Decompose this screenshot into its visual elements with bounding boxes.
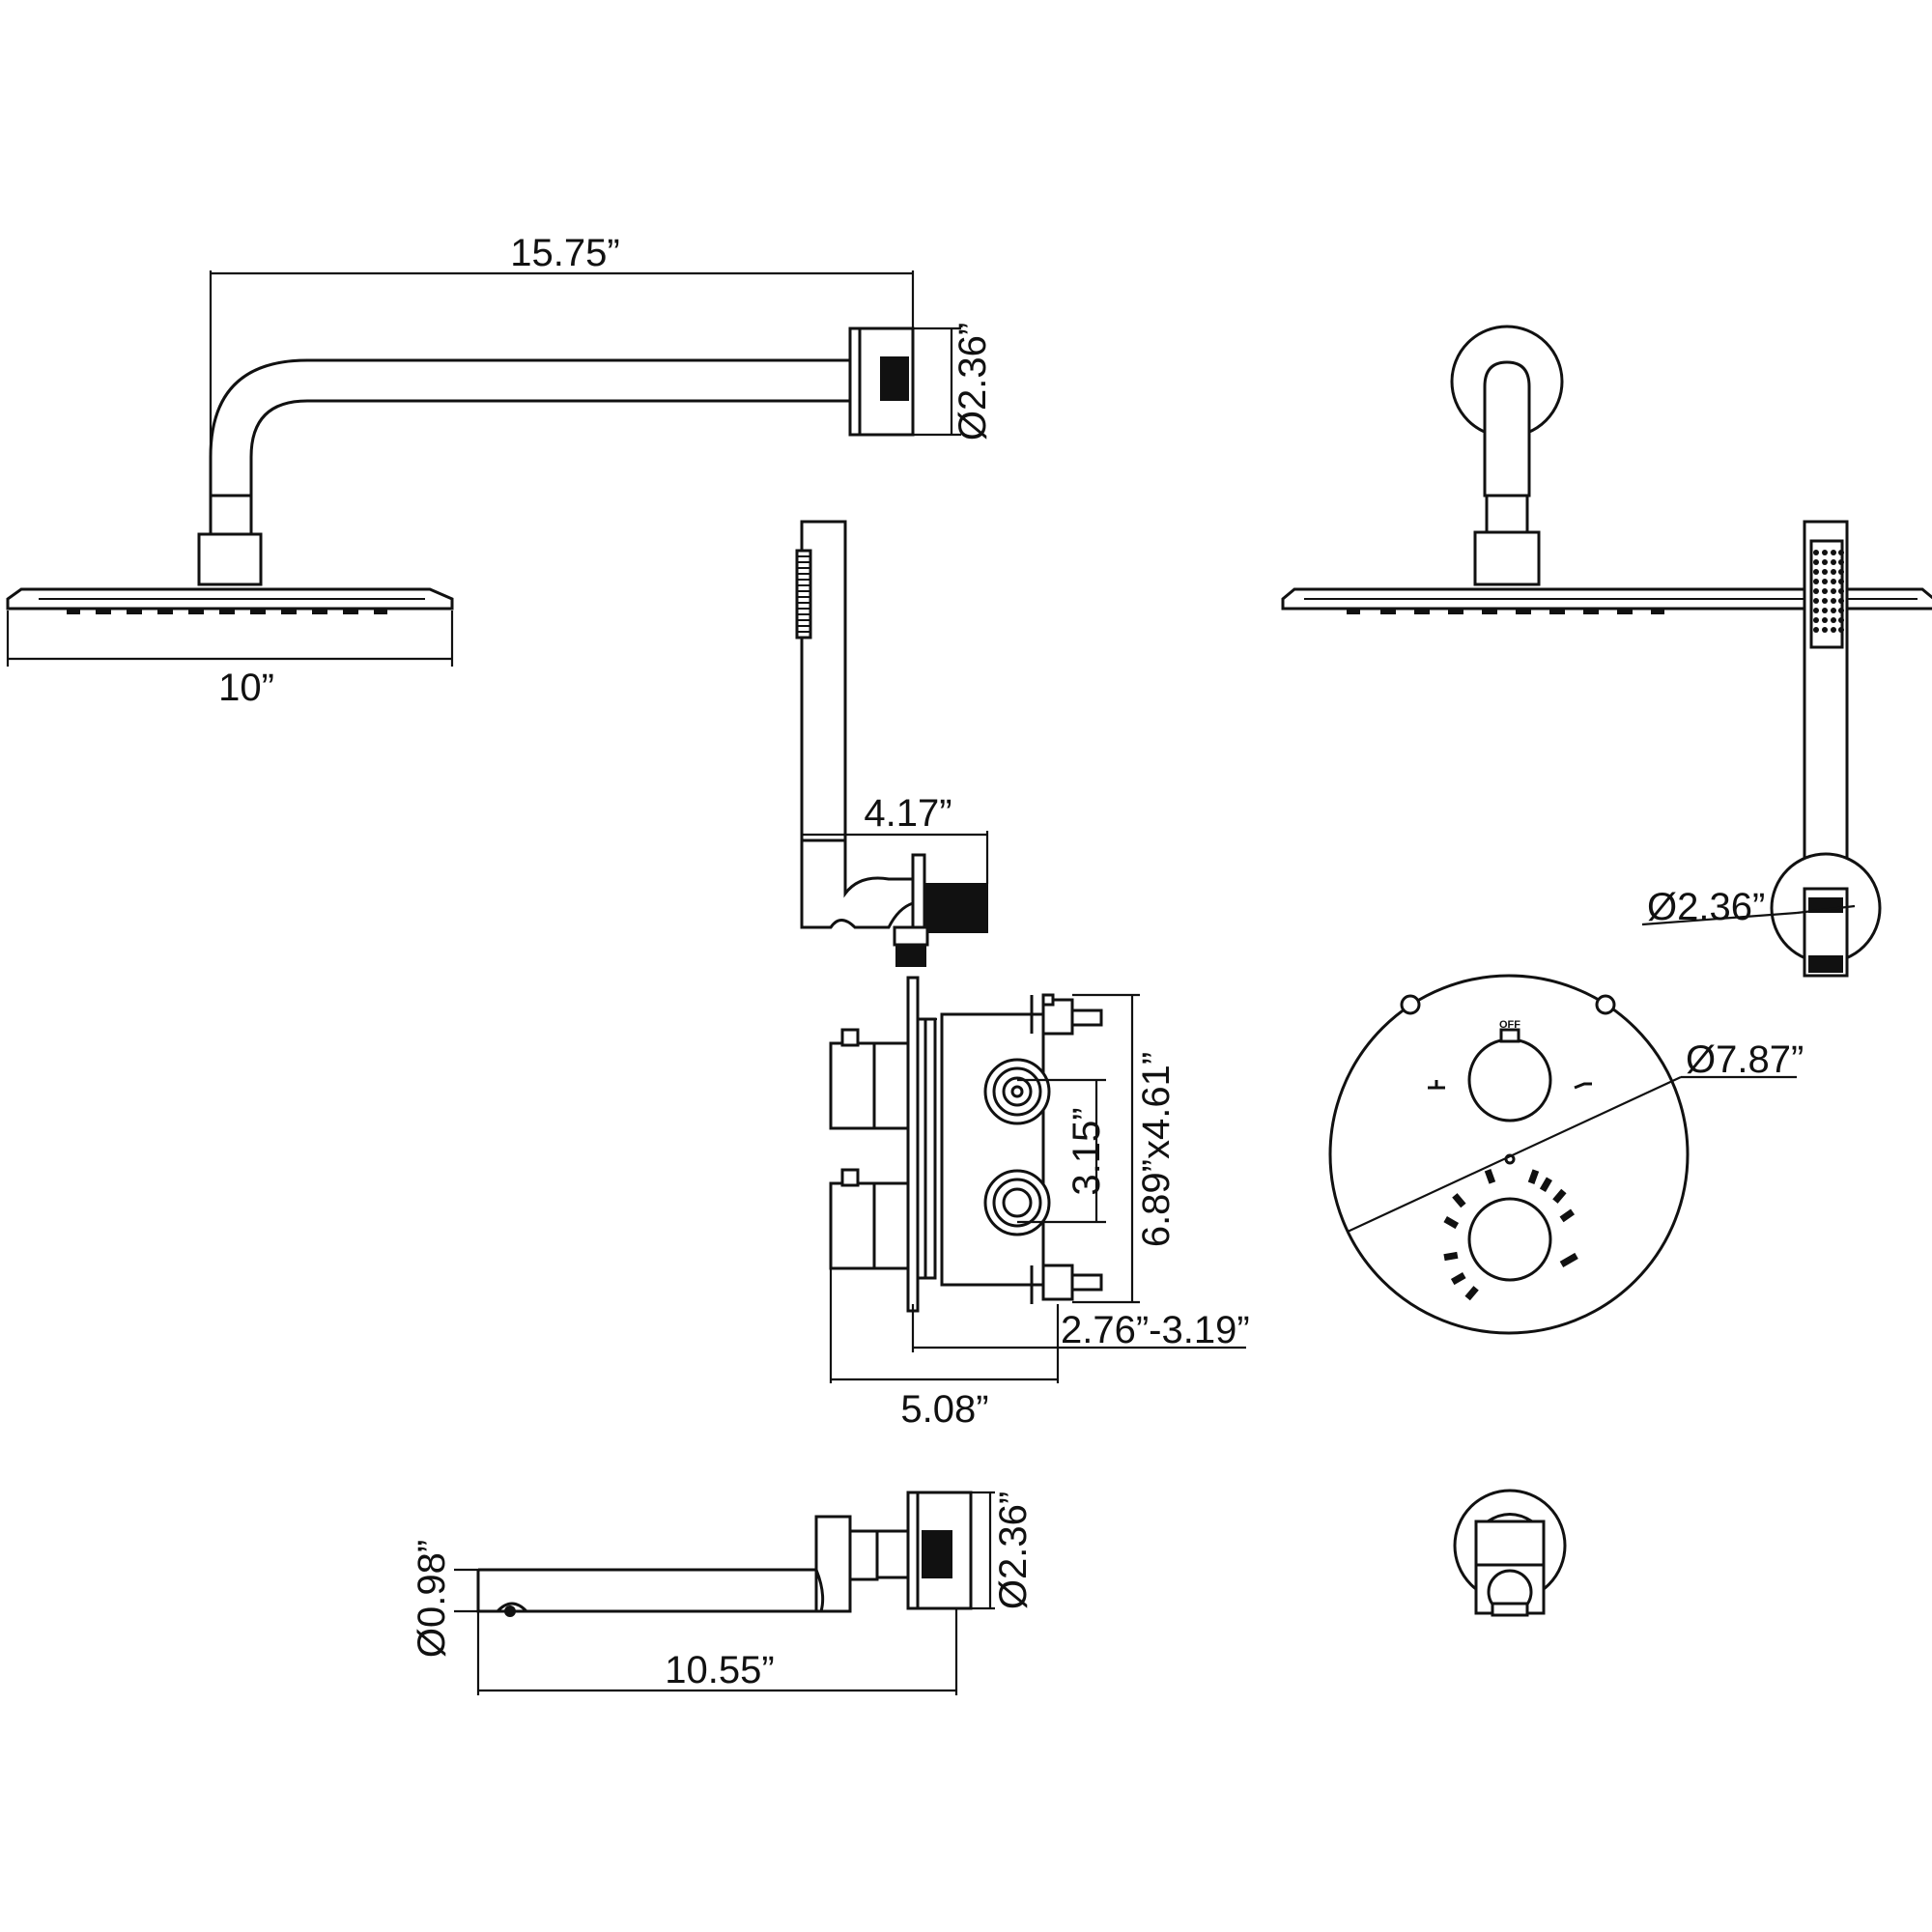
dim-spout-length: 10.55”: [478, 1608, 958, 1695]
dim-showerhead-width: 10”: [6, 611, 454, 709]
dim-text-valve-size: 6.89”x4.61”: [1135, 1052, 1178, 1247]
dim-text-valve-total-depth: 5.08”: [900, 1388, 988, 1431]
dim-spout-flange: Ø2.36”: [971, 1492, 1035, 1609]
dim-flange-top: Ø2.36”: [913, 323, 994, 440]
dim-text-showerhead-width: 10”: [218, 667, 274, 709]
dim-text-spout-length: 10.55”: [665, 1649, 774, 1691]
dim-text-trim-diameter: Ø7.87”: [1686, 1038, 1804, 1081]
dim-text-valve-depth-range: 2.76”-3.19”: [1061, 1309, 1250, 1351]
tub-spout-side-view: [476, 1491, 973, 1617]
dim-valve-depth-range: 2.76”-3.19”: [911, 1304, 1250, 1352]
handshower-side-view: [795, 520, 988, 967]
dim-text-handshower-depth: 4.17”: [864, 792, 952, 835]
dim-wall-elbow-diameter: Ø2.36”: [1641, 886, 1856, 928]
trim-plate-front-view: OFF: [1328, 974, 1690, 1335]
dim-arm-length: 15.75”: [209, 232, 915, 454]
shower-arm-side-view: [6, 327, 915, 614]
shower-arm-front-view: [1281, 325, 1932, 614]
dim-valve-size: 6.89”x4.61”: [1072, 993, 1178, 1304]
off-label: OFF: [1499, 1019, 1520, 1031]
dim-text-spout-flange: Ø2.36”: [992, 1492, 1035, 1609]
dim-text-wall-elbow-diameter: Ø2.36”: [1647, 886, 1765, 928]
dim-text-valve-spacing: 3.15”: [1065, 1107, 1108, 1195]
dim-text-spout-outlet: Ø0.98”: [411, 1540, 453, 1658]
dim-valve-total-depth: 5.08”: [829, 1268, 1060, 1431]
dim-trim-diameter: Ø7.87”: [1347, 1038, 1804, 1233]
dim-valve-spacing: 3.15”: [1017, 1078, 1108, 1224]
valve-body-side-view: [829, 976, 1103, 1313]
dim-spout-outlet: Ø0.98”: [411, 1540, 481, 1695]
handshower-front-view: [1770, 520, 1882, 978]
dim-text-flange-top: Ø2.36”: [952, 323, 994, 440]
tub-spout-front-view: [1453, 1489, 1567, 1617]
dim-handshower-depth: 4.17”: [800, 792, 989, 884]
dim-text-arm-length: 15.75”: [510, 232, 619, 274]
